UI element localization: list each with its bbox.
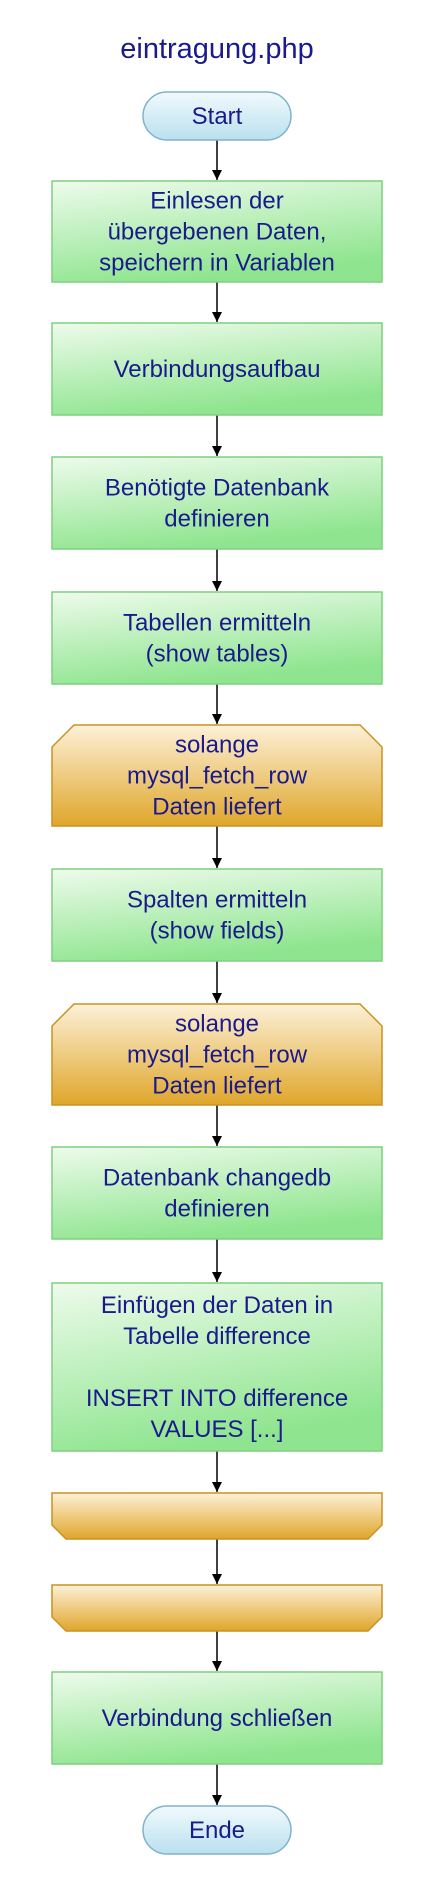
loop-end-shape — [51, 1584, 383, 1632]
process-shape — [51, 1671, 383, 1765]
node-label: mysql_fetch_row — [127, 763, 308, 790]
node-insert-data: Einfügen der Daten in Tabelle differenceI… — [51, 1282, 383, 1452]
loop-start-shape — [51, 1003, 383, 1106]
process-shape — [51, 1282, 383, 1452]
node-connect: Verbindungsaufbau — [51, 322, 383, 416]
node-label: Einlesen der — [150, 188, 283, 215]
node-label: INSERT INTO difference — [86, 1385, 348, 1412]
node-define-changedb: Datenbank changedb definieren — [51, 1146, 383, 1240]
node-label: definieren — [164, 506, 269, 533]
terminal-shape — [142, 91, 292, 141]
diagram-title: eintragung.php — [120, 33, 314, 65]
process-shape — [51, 456, 383, 550]
node-label: Ende — [189, 1817, 245, 1844]
loop-end-shape — [51, 1492, 383, 1540]
node-end: Ende — [142, 1805, 292, 1855]
node-read-data: Einlesen der übergebenen Daten, speichern … — [51, 180, 383, 283]
node-label: übergebenen Daten, — [108, 219, 327, 246]
node-label: Verbindungsaufbau — [114, 356, 321, 383]
process-shape — [51, 180, 383, 283]
node-get-fields: Spalten ermitteln (show fields) — [51, 868, 383, 962]
node-label: Verbindung schließen — [102, 1705, 333, 1732]
node-label: Start — [192, 103, 243, 130]
node-label: mysql_fetch_row — [127, 1042, 308, 1069]
node-label: Spalten ermitteln — [127, 887, 307, 914]
node-close: Verbindung schließen — [51, 1671, 383, 1765]
node-label: Einfügen der Daten in — [101, 1292, 333, 1319]
node-label: solange — [175, 732, 259, 759]
node-label: Datenbank changedb — [103, 1165, 331, 1192]
process-shape — [51, 1146, 383, 1240]
node-loop-tables-end — [51, 1584, 383, 1632]
node-get-tables: Tabellen ermitteln (show tables) — [51, 591, 383, 685]
node-label: solange — [175, 1011, 259, 1038]
node-label: Benötigte Datenbank — [105, 475, 330, 502]
node-label: Daten liefert — [152, 794, 282, 821]
node-label: VALUES [...] — [151, 1416, 284, 1443]
node-label: Tabelle difference — [123, 1323, 311, 1350]
node-label: speichern in Variablen — [99, 250, 335, 277]
terminal-shape — [142, 1805, 292, 1855]
node-label: (show fields) — [150, 918, 285, 945]
node-label: Daten liefert — [152, 1073, 282, 1100]
node-define-db: Benötigte Datenbank definieren — [51, 456, 383, 550]
node-start: Start — [142, 91, 292, 141]
node-label: (show tables) — [146, 641, 289, 668]
process-shape — [51, 868, 383, 962]
process-shape — [51, 322, 383, 416]
node-label: definieren — [164, 1196, 269, 1223]
node-loop-fields-end — [51, 1492, 383, 1540]
process-shape — [51, 591, 383, 685]
loop-start-shape — [51, 724, 383, 827]
node-label: Tabellen ermitteln — [123, 610, 311, 637]
